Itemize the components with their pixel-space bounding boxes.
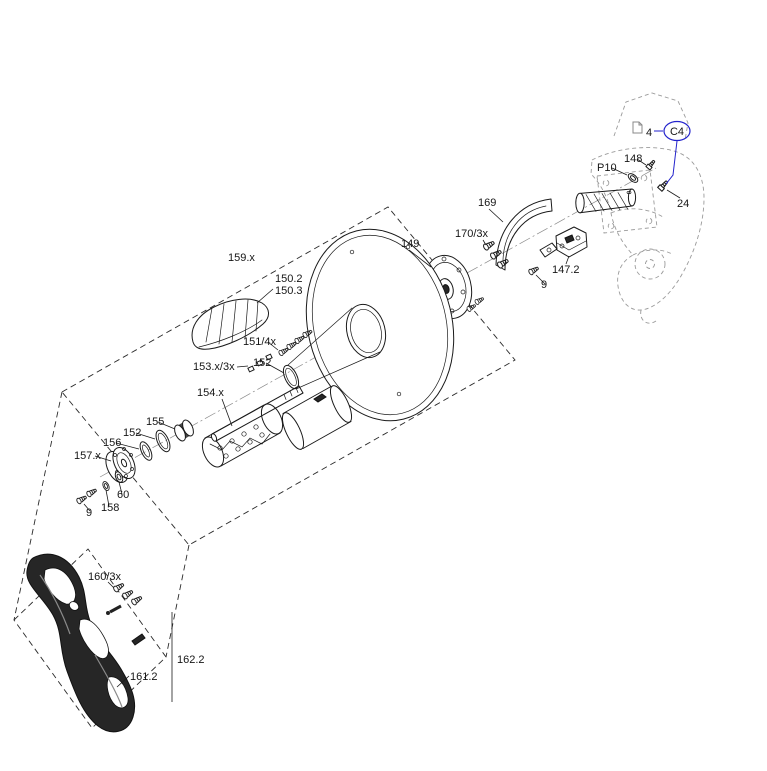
output-shaft [575,188,637,214]
label-154: 154.x [197,387,233,427]
label-150: 150.2 150.3 [256,273,303,304]
page-ref-label: 4 [646,127,652,139]
screw-148-icon [645,158,657,171]
page-reference[interactable]: 4 [632,121,652,139]
part-label: 152 [253,357,271,369]
label-156: 156 [103,437,140,450]
connector-label: C4 [670,126,684,138]
document-icon [632,121,643,134]
part-label: 9 [86,507,92,519]
center-axis-line [99,167,657,478]
roller-154 [201,403,284,468]
part-label: 9 [541,279,547,291]
washer-p10-icon [626,171,640,185]
label-169: 169 [478,197,504,223]
main-assembly-boundary [13,206,516,658]
oring-152a [282,364,300,390]
document-icon-fold [638,122,642,126]
screw-9a-icon [527,264,540,276]
part-label: 154.x [197,387,224,399]
label-152a: 152 [253,357,285,374]
label-152b: 152 [123,427,156,440]
part-label: 158 [101,502,119,514]
label-151: 151/4x [243,336,279,351]
label-148: 148 [624,153,647,166]
connector-leader-line [665,140,678,185]
part-label: 150.3 [275,285,303,297]
part-label: 151/4x [243,336,277,348]
label-p10: P10 [597,162,628,176]
label-159x: 159.x [228,252,255,264]
tread-150 [191,298,269,350]
label-157: 157.x [74,450,112,462]
part-label: 157.x [74,450,101,462]
pads-153 [247,353,273,373]
label-9b: 9 [83,503,92,519]
label-155: 155 [146,416,176,430]
screws-151 [277,328,314,357]
part-label: 156 [103,437,121,449]
washer-156 [139,441,153,461]
guard-169 [495,198,558,271]
blade-group-boundary [13,548,167,729]
sleeve-cylinder [281,385,353,450]
part-label: 148 [624,153,642,165]
part-label: 162.2 [177,654,205,666]
machine-ghost [590,92,705,324]
label-24: 24 [666,189,689,210]
part-label: 170/3x [455,228,489,240]
blade-screws-160 [112,581,144,607]
part-label: 150.2 [275,273,303,285]
label-153: 153.x/3x [193,361,249,373]
part-label: P10 [597,162,617,174]
label-170: 170/3x [455,228,489,246]
screw-24-icon [657,178,670,192]
ring-152b [155,429,171,453]
part-label: 161.2 [130,671,158,683]
part-label: 60 [117,489,129,501]
connector-ellipse [663,120,691,142]
bearing-155 [174,419,194,442]
label-161: 161.2 [116,671,158,688]
label-162: 162.2 [177,654,205,666]
part-label: 153.x/3x [193,361,235,373]
blade-small-parts [106,604,146,646]
part-label: 147.2 [552,264,580,276]
connector-ref-c4[interactable]: C4 [654,120,691,185]
part-label: 149 [401,238,419,250]
label-9a: 9 [535,274,547,291]
part-label: 160/3x [88,571,122,583]
label-60: 60 [117,481,129,501]
drum-disc [287,228,455,422]
blade-161 [26,553,136,733]
bracket-147 [555,226,588,258]
shaft-154 [210,385,304,442]
part-label: 152 [123,427,141,439]
part-label: 24 [677,198,689,210]
label-160: 160/3x [88,571,122,589]
part-label: 159.x [228,252,255,264]
label-147: 147.2 [552,255,580,276]
label-149: 149 [401,238,432,268]
part-label: 155 [146,416,164,428]
part-label: 169 [478,197,496,209]
label-158: 158 [101,489,119,514]
